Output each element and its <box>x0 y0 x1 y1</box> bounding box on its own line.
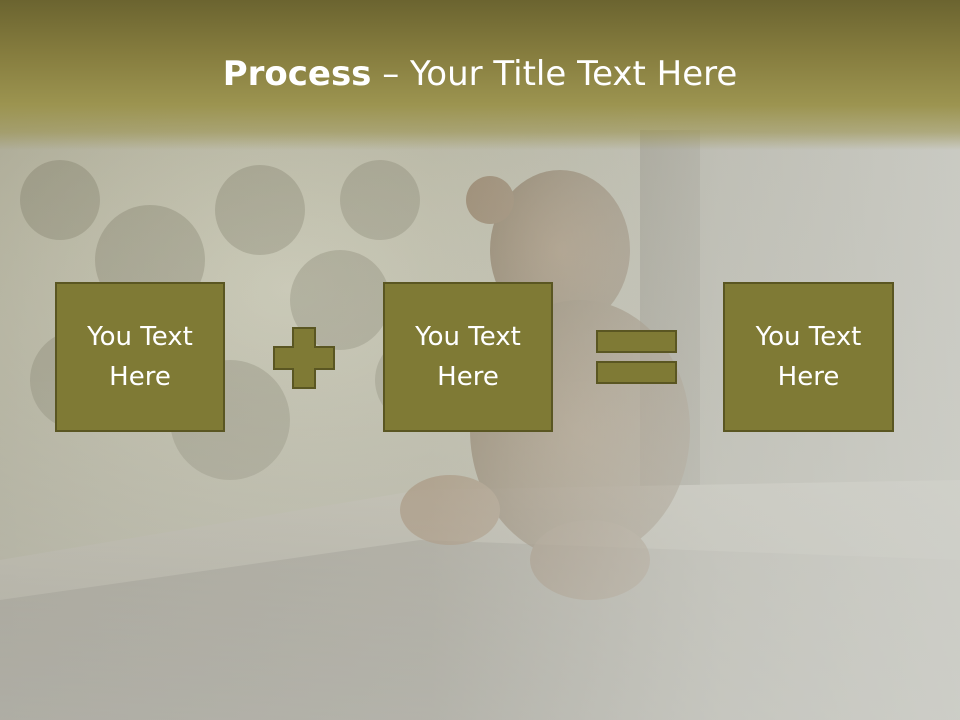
slide-title[interactable]: Process – Your Title Text Here <box>0 52 960 96</box>
process-box-1-label: You Text Here <box>87 322 193 392</box>
process-box-3-label: You Text Here <box>755 322 862 392</box>
process-box-1[interactable]: You Text Here <box>55 282 225 432</box>
plus-icon <box>273 327 335 389</box>
title-rest-part: – Your Title Text Here <box>371 54 738 94</box>
equals-icon <box>596 330 677 384</box>
process-box-2-label: You Text Here <box>415 322 521 392</box>
title-bold-part: Process <box>222 54 372 94</box>
process-box-2[interactable]: You Text Here <box>383 282 553 432</box>
title-band <box>0 0 960 150</box>
process-box-3[interactable]: You Text Here <box>723 282 894 432</box>
